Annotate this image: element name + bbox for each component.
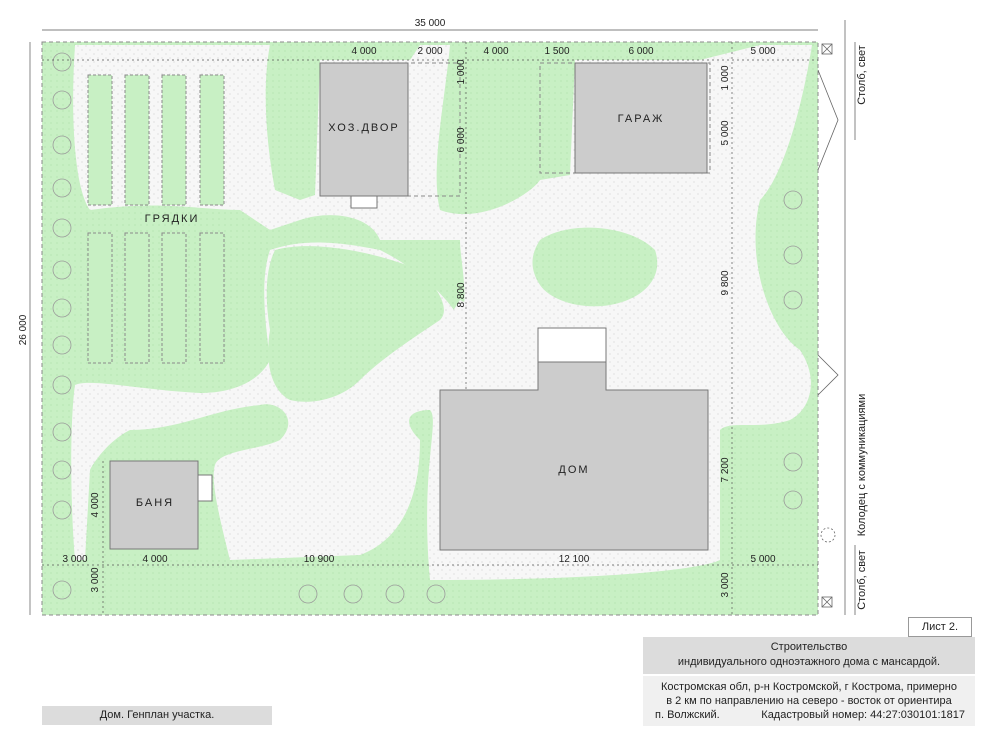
address-line: Костромская обл, р-н Костромской, г Кост… <box>661 681 957 693</box>
pole-bottom-label: Столб, свет <box>856 550 868 610</box>
project-title: Строительство индивидуального одноэтажно… <box>643 637 975 674</box>
dim-top: 1 500 <box>544 46 569 57</box>
dim-vertical: 6 000 <box>456 127 467 152</box>
trees <box>52 52 803 604</box>
dim-bottom: 10 900 <box>304 554 335 565</box>
bathhouse-steps <box>197 474 213 502</box>
address-line: в 2 км по направлению на северо - восток… <box>666 695 952 707</box>
house-label: ДОМ <box>558 464 589 476</box>
bathhouse-label: БАНЯ <box>136 497 174 509</box>
dim-bottom: 12 100 <box>559 554 590 565</box>
garden-bed <box>199 232 225 364</box>
cadastral-number: Кадастровый номер: 44:27:030101:1817 <box>761 709 965 721</box>
barn-steps <box>350 195 378 209</box>
dim-total-height: 26 000 <box>18 314 29 345</box>
garden-beds-label: ГРЯДКИ <box>145 213 200 225</box>
dim-vertical: 3 000 <box>90 567 101 592</box>
dim-bottom: 3 000 <box>62 554 87 565</box>
garden-bed <box>87 74 113 206</box>
project-title-line: индивидуального одноэтажного дома с манс… <box>677 656 941 668</box>
dim-bottom: 5 000 <box>750 554 775 565</box>
dim-vertical: 1 000 <box>720 65 731 90</box>
dim-total-width: 35 000 <box>415 18 446 29</box>
dim-vertical: 7 200 <box>720 457 731 482</box>
project-title-line: Строительство <box>770 641 848 653</box>
dim-vertical: 9 800 <box>720 270 731 295</box>
well-label: Колодец с коммуникациями <box>856 394 868 536</box>
garden-bed <box>199 74 225 206</box>
address-locality: п. Волжский. <box>655 709 720 721</box>
barn-label: ХОЗ.ДВОР <box>328 122 400 134</box>
garage-label: ГАРАЖ <box>618 113 665 125</box>
garage-building <box>574 62 708 174</box>
garden-bed <box>161 232 187 364</box>
pole-top-label: Столб, свет <box>856 45 868 105</box>
dim-bottom: 4 000 <box>142 554 167 565</box>
garden-bed <box>124 232 150 364</box>
dim-vertical: 4 000 <box>90 492 101 517</box>
house-porch <box>537 327 607 363</box>
garden-bed <box>124 74 150 206</box>
house-building <box>439 361 709 551</box>
sheet-number: Лист 2. <box>908 617 972 637</box>
dim-vertical: 5 000 <box>720 120 731 145</box>
dim-vertical: 8 800 <box>456 282 467 307</box>
dim-top: 4 000 <box>483 46 508 57</box>
dim-top: 2 000 <box>417 46 442 57</box>
dim-top: 5 000 <box>750 46 775 57</box>
garden-bed <box>161 74 187 206</box>
dim-vertical: 1 000 <box>456 59 467 84</box>
sheet-name: Дом. Генплан участка. <box>42 706 272 725</box>
dim-vertical: 3 000 <box>720 572 731 597</box>
barn-building <box>319 62 409 197</box>
garden-beds <box>87 74 225 364</box>
dim-top: 4 000 <box>351 46 376 57</box>
bathhouse-building <box>109 460 199 550</box>
dim-top: 6 000 <box>628 46 653 57</box>
garden-bed <box>87 232 113 364</box>
address-line: п. Волжский. Кадастровый номер: 44:27:03… <box>643 708 975 722</box>
lawn-center <box>532 227 658 307</box>
project-address: Костромская обл, р-н Костромской, г Кост… <box>643 676 975 726</box>
lawn-left <box>266 246 444 402</box>
